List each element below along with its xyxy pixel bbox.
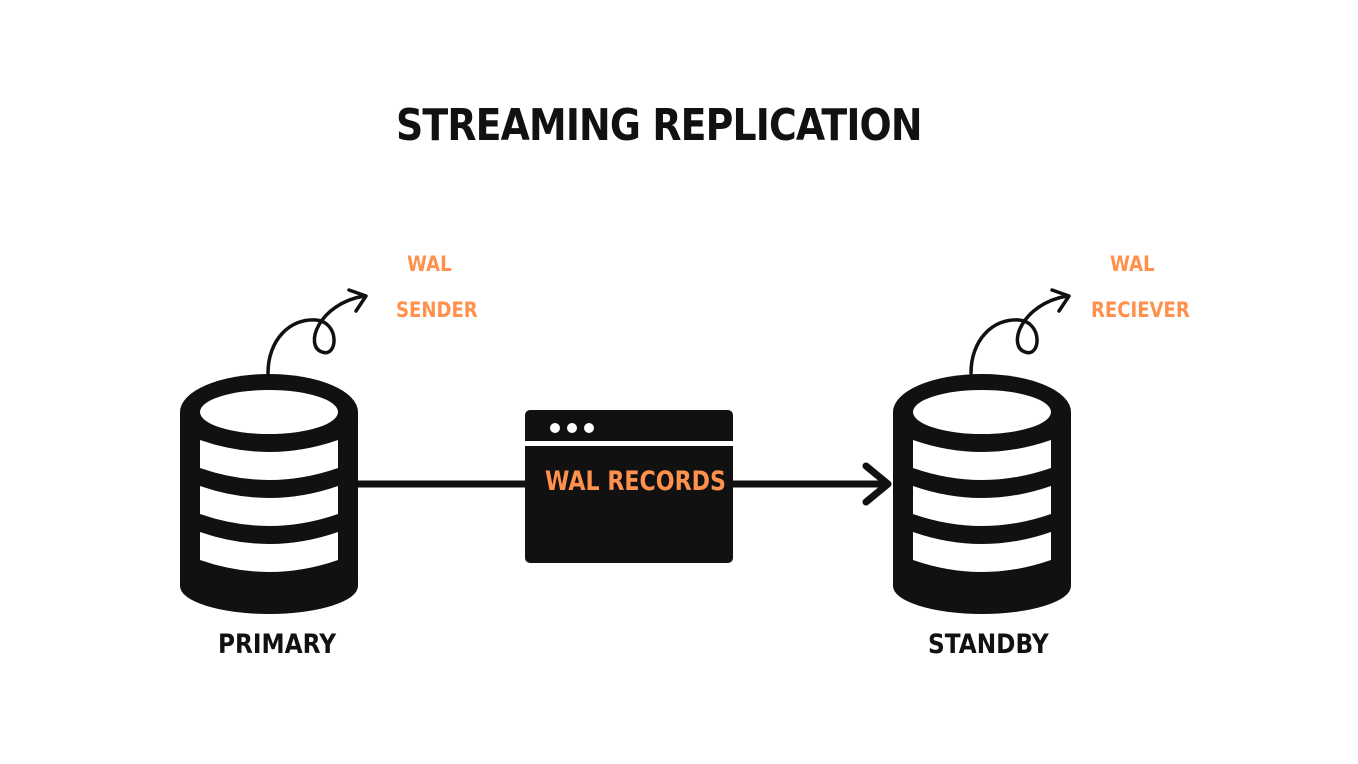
window-dot-icon <box>550 423 560 433</box>
wal-sender-label-line1: WAL <box>407 252 452 276</box>
standby-database-icon <box>893 374 1071 614</box>
primary-label: PRIMARY <box>218 629 337 660</box>
arrow-right-icon <box>862 462 892 506</box>
primary-database-icon <box>180 374 358 614</box>
wal-records-label: WAL RECORDS <box>545 466 727 497</box>
receiver-loop-arrow-icon <box>969 288 1071 375</box>
standby-label: STANDBY <box>928 629 1049 660</box>
diagram-title: STREAMING REPLICATION <box>396 100 923 151</box>
window-dot-icon <box>567 423 577 433</box>
replication-flow-connector <box>358 462 892 506</box>
wal-receiver-label-line1: WAL <box>1110 252 1155 276</box>
wal-receiver-label-line2: RECIEVER <box>1091 298 1190 322</box>
wal-sender-label-line2: SENDER <box>396 298 478 322</box>
wal-records-window-icon <box>525 410 733 563</box>
window-dot-icon <box>584 423 594 433</box>
sender-loop-arrow-icon <box>266 288 368 375</box>
